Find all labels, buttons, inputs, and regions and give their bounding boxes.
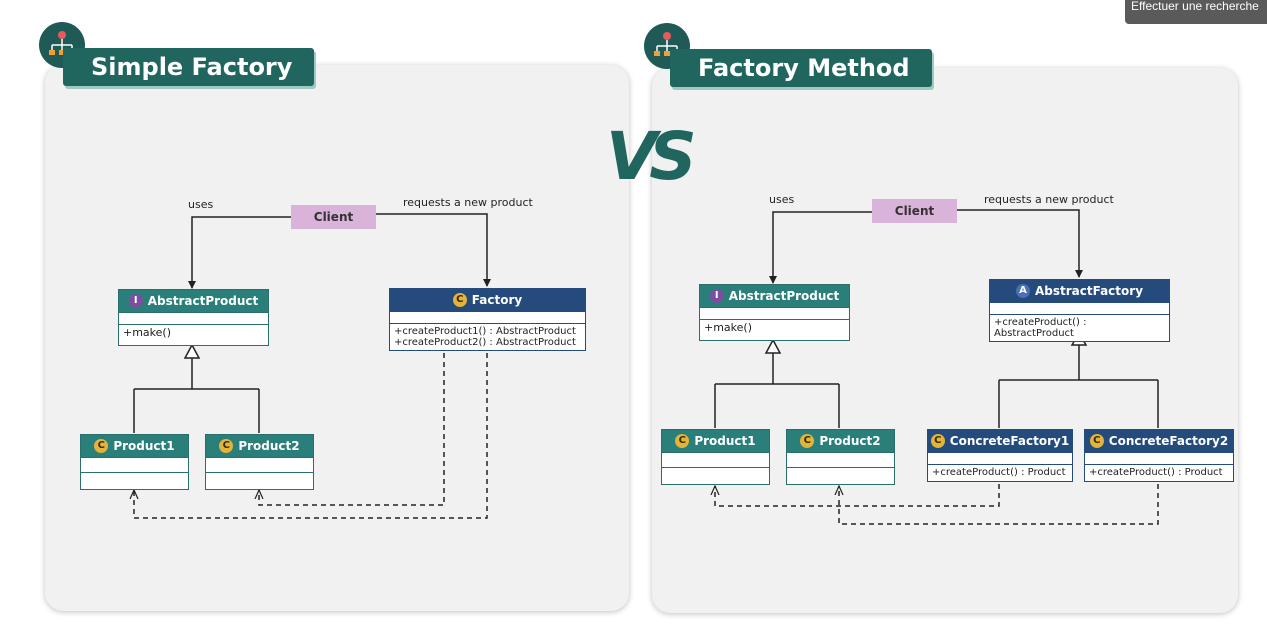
class-name: ConcreteFactory1 xyxy=(949,434,1070,448)
concrete-factory1-class: C ConcreteFactory1 +createProduct() : Pro… xyxy=(927,429,1073,482)
client-box: Client xyxy=(872,199,957,223)
abstract-product-class: I AbstractProduct +make() xyxy=(118,289,269,346)
class-method: +createProduct() : AbstractProduct xyxy=(990,314,1169,341)
simple-factory-title: Simple Factory xyxy=(63,48,315,86)
class-icon: C xyxy=(800,434,815,448)
class-icon: C xyxy=(675,434,690,448)
class-icon: C xyxy=(219,439,234,453)
factory-class: C Factory +createProduct1() : AbstractPro… xyxy=(389,288,586,351)
concrete-factory2-class: C ConcreteFactory2 +createProduct() : Pro… xyxy=(1084,429,1234,482)
class-icon: C xyxy=(1089,434,1104,448)
class-method: +createProduct2() : AbstractProduct xyxy=(394,337,576,348)
class-method: +make() xyxy=(119,324,268,345)
client-box: Client xyxy=(291,205,376,229)
class-icon: C xyxy=(94,439,109,453)
class-method: +make() xyxy=(700,319,849,340)
class-name: Product2 xyxy=(238,439,300,453)
factory-method-title: Factory Method xyxy=(670,49,932,87)
product1-class: C Product1 xyxy=(661,429,770,485)
class-name: Product2 xyxy=(819,434,881,448)
requests-label: requests a new product xyxy=(403,196,533,209)
class-name: Product1 xyxy=(113,439,175,453)
interface-icon: I xyxy=(709,289,724,303)
class-name: AbstractProduct xyxy=(147,294,259,308)
abstract-factory-class: A AbstractFactory +createProduct() : Abst… xyxy=(989,279,1170,342)
class-icon: C xyxy=(452,293,467,307)
requests-label: requests a new product xyxy=(984,193,1114,206)
class-name: AbstractProduct xyxy=(728,289,840,303)
class-method: +createProduct() : Product xyxy=(928,464,1072,481)
abstract-icon: A xyxy=(1015,284,1030,298)
class-icon: C xyxy=(930,434,945,448)
uses-label: uses xyxy=(769,193,795,206)
class-method: +createProduct() : Product xyxy=(1085,464,1233,481)
hierarchy-logo-icon xyxy=(39,22,85,68)
class-name: ConcreteFactory2 xyxy=(1108,434,1229,448)
class-name: AbstractFactory xyxy=(1034,284,1144,298)
product2-class: C Product2 xyxy=(786,429,895,485)
abstract-product-class: I AbstractProduct +make() xyxy=(699,284,850,341)
class-method: +createProduct1() : AbstractProduct xyxy=(394,326,576,337)
product2-class: C Product2 xyxy=(205,434,314,490)
class-name: Product1 xyxy=(694,434,756,448)
interface-icon: I xyxy=(128,294,143,308)
vs-label: VS xyxy=(606,118,697,195)
product1-class: C Product1 xyxy=(80,434,189,490)
search-tooltip: Effectuer une recherche xyxy=(1125,0,1267,24)
uses-label: uses xyxy=(188,198,214,211)
class-name: Factory xyxy=(471,293,523,307)
